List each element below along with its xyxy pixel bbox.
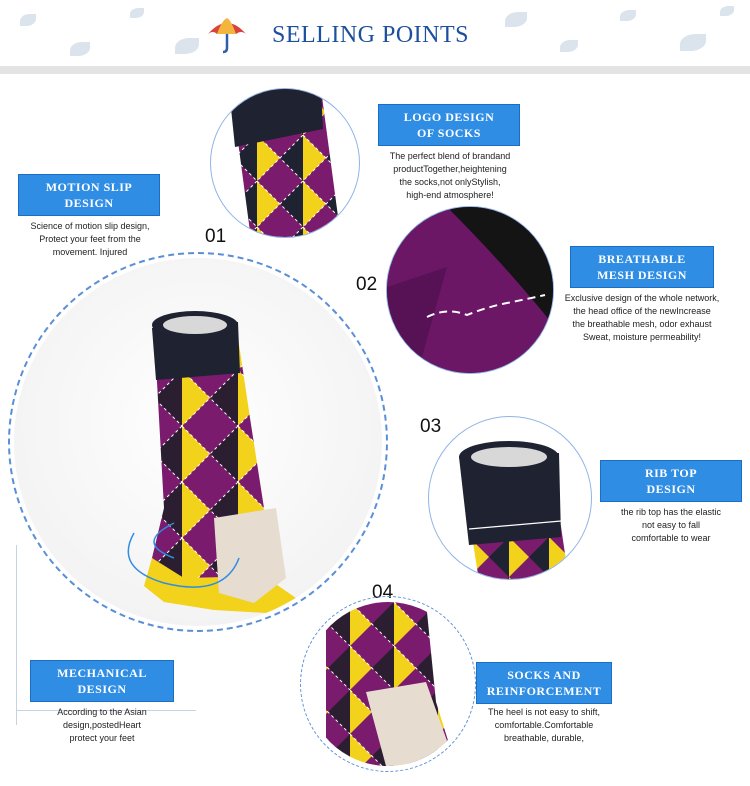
leaf-decoration (175, 38, 199, 54)
rib-top-desc: the rib top has the elastic not easy to … (620, 507, 722, 543)
main-circle-ring (8, 252, 388, 632)
guide-line (16, 545, 17, 725)
leaf-decoration (505, 12, 527, 27)
breathable-mesh-label: BREATHABLE MESH DESIGN (570, 246, 714, 288)
logo-sock-image (210, 88, 360, 238)
rib-top-image (428, 416, 592, 580)
feature-number: 03 (420, 416, 442, 437)
breathable-mesh-desc: Exclusive design of the whole network, t… (564, 293, 720, 342)
mechanical-design-desc: According to the Asian design,postedHear… (57, 707, 147, 743)
leaf-decoration (20, 14, 36, 26)
header-banner: SELLING POINTS (0, 0, 750, 74)
page-title: SELLING POINTS (272, 22, 469, 48)
leaf-decoration (680, 34, 706, 51)
mechanical-design-label: MECHANICAL DESIGN (30, 660, 174, 702)
feature-number: 02 (356, 274, 378, 295)
leaf-decoration (70, 42, 90, 56)
rib-top-label: RIB TOP DESIGN (600, 460, 742, 502)
motion-slip-desc: Science of motion slip design, Protect y… (30, 221, 150, 257)
leaf-decoration (560, 40, 578, 52)
socks-reinforcement-desc: The heel is not easy to shift, comfortab… (487, 707, 601, 743)
feature-number: 01 (205, 226, 227, 247)
banner-divider (0, 66, 750, 74)
umbrella-icon (204, 14, 250, 54)
main-sock-image (14, 258, 382, 626)
mesh-closeup-image (386, 206, 554, 374)
logo-design-label: LOGO DESIGN OF SOCKS (378, 104, 520, 146)
reinforcement-sock-image (306, 602, 470, 766)
leaf-decoration (620, 10, 636, 21)
motion-slip-label: MOTION SLIP DESIGN (18, 174, 160, 216)
leaf-decoration (720, 6, 734, 16)
reinforcement-circle-ring (300, 596, 476, 772)
leaf-decoration (130, 8, 144, 18)
logo-design-desc: The perfect blend of brandand productTog… (389, 151, 511, 200)
socks-reinforcement-label: SOCKS AND REINFORCEMENT (476, 662, 612, 704)
guide-line (16, 710, 196, 711)
